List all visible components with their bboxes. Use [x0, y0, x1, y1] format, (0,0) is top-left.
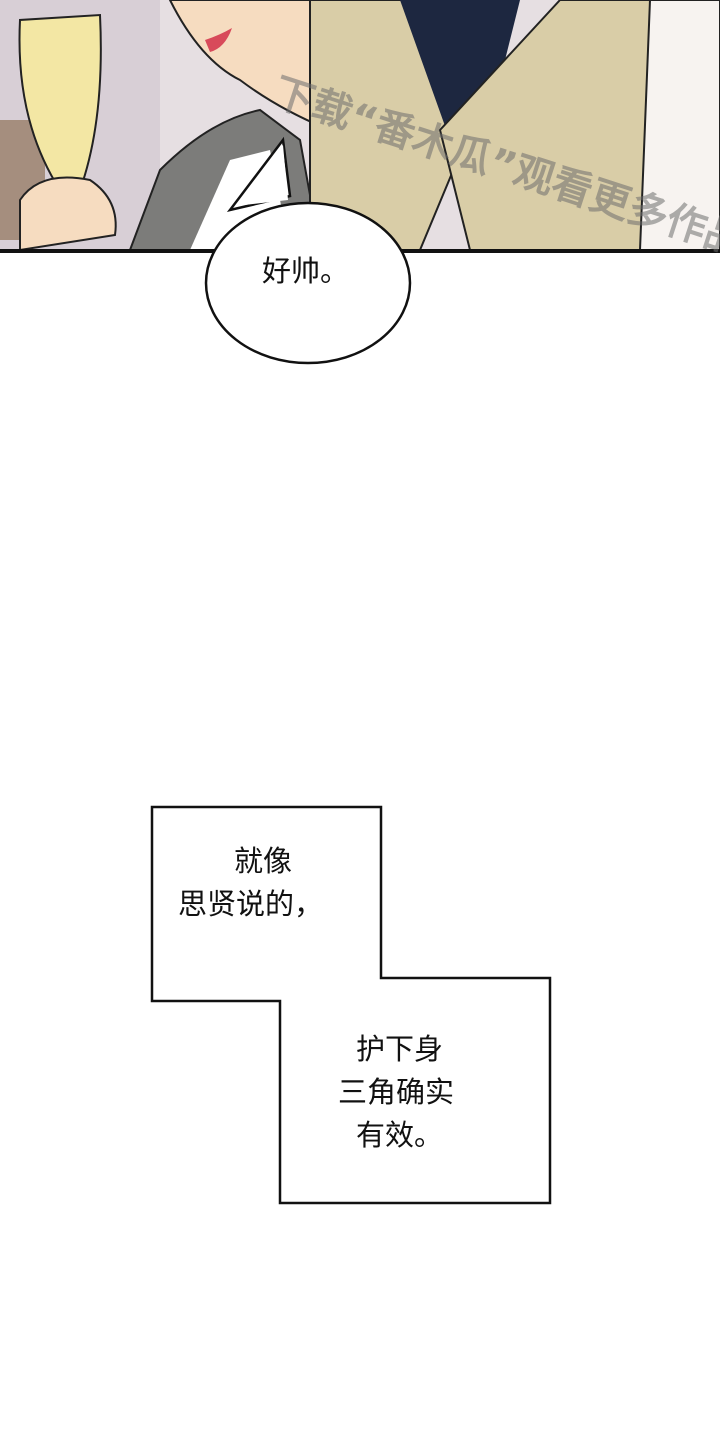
- caption-line: 就像: [234, 844, 293, 878]
- speech-bubble: [204, 136, 412, 365]
- caption-box: [150, 805, 552, 1205]
- hand: [19, 176, 117, 252]
- top-panel-illustration: [0, 0, 720, 253]
- caption-line: 三角确实: [338, 1075, 455, 1109]
- caption-line: 护下身: [356, 1032, 444, 1066]
- speech-bubble-text: 好帅。: [262, 254, 350, 288]
- caption-line: 有效。: [356, 1118, 444, 1152]
- caption-line: 思贤说的，: [178, 887, 324, 921]
